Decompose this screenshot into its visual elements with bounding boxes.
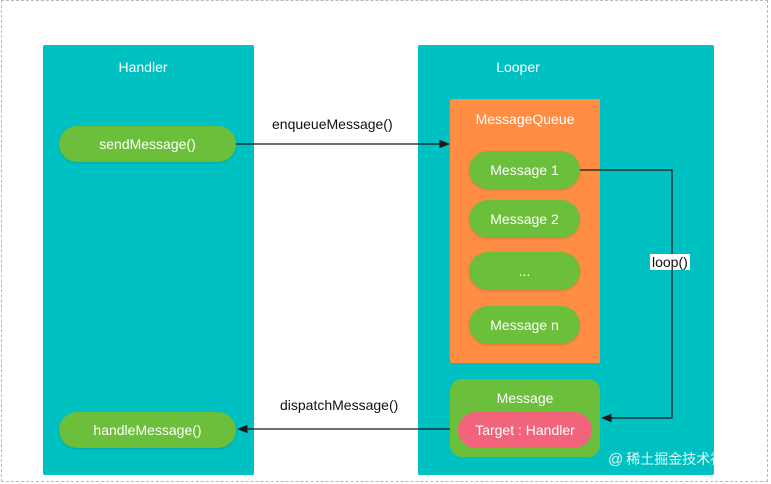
- queue-message-ellipsis: ...: [469, 252, 580, 290]
- looper-title: Looper: [496, 59, 540, 75]
- watermark-text: 稀土掘金技术社区: [626, 451, 739, 467]
- enqueue-message-label: enqueueMessage(): [270, 116, 395, 132]
- loop-arrow: [580, 169, 673, 423]
- watermark: @ 稀土掘金技术社区: [608, 449, 738, 469]
- queue-message-n: Message n: [469, 306, 580, 344]
- target-handler-node: Target : Handler: [458, 412, 592, 448]
- loop-label: loop(): [650, 254, 690, 270]
- handler-panel: [43, 45, 254, 475]
- message-queue-title: MessageQueue: [475, 111, 575, 127]
- watermark-at-icon: @: [608, 450, 624, 468]
- dispatch-message-label: dispatchMessage(): [278, 397, 401, 413]
- send-message-node: sendMessage(): [59, 126, 236, 162]
- current-message-title: Message: [496, 390, 554, 406]
- handler-title: Handler: [118, 59, 168, 75]
- queue-message-2: Message 2: [469, 200, 580, 238]
- queue-message-1: Message 1: [469, 151, 580, 189]
- handle-message-node: handleMessage(): [59, 412, 236, 448]
